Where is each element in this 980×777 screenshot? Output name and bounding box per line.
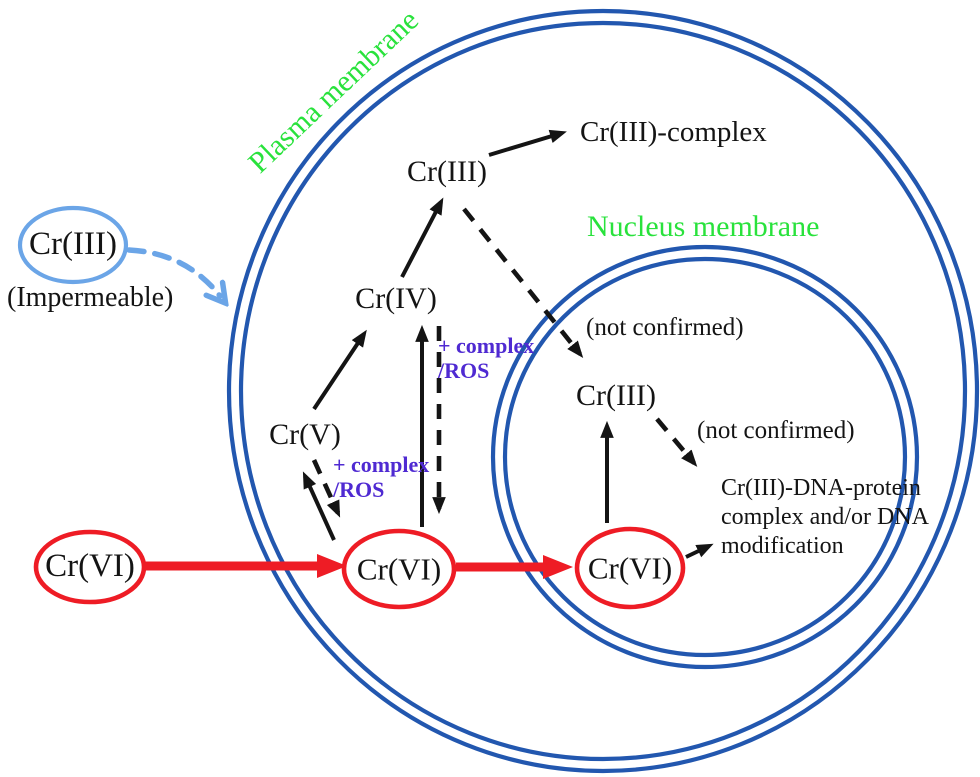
dashed-arrow-cr5-to-cr6 — [311, 459, 341, 518]
not-confirmed-nucleus-label: (not confirmed) — [697, 417, 855, 444]
not-confirmed-cytoplasm-label: (not confirmed) — [586, 314, 744, 341]
arrow-cr3-to-complex — [488, 129, 567, 157]
cr6-cytoplasm-label: Cr(VI) — [356, 551, 442, 587]
arrow-cr4-to-cr3 — [400, 197, 444, 278]
complex-ros-upper-label: + complex /ROS — [438, 333, 535, 383]
dashed-arrow-cr3-impermeable — [126, 247, 220, 296]
cr6-outside-ellipse — [33, 529, 147, 605]
plasma-membrane-inner-circle — [238, 20, 968, 762]
impermeable-label: (Impermeable) — [7, 282, 174, 313]
cr3-nucleus-label: Cr(III) — [576, 378, 656, 412]
cr6-nucleus-label: Cr(VI) — [587, 550, 673, 586]
cr3-complex-label: Cr(III)-complex — [580, 116, 767, 148]
plasma-membrane-outer-circle — [226, 8, 980, 774]
nucleus-membrane-inner-circle — [502, 256, 908, 658]
cr6-outside-label: Cr(VI) — [45, 548, 135, 585]
arrow-cr6nuc-to-dna — [685, 543, 714, 559]
arrow-cr6cyto-to-cr5 — [302, 471, 336, 541]
cr4-label: Cr(IV) — [355, 281, 437, 315]
nucleus-membrane-outer-circle — [490, 244, 920, 670]
cr3-outside-label: Cr(III) — [29, 226, 117, 263]
cr6-nucleus-ellipse — [574, 526, 686, 610]
dashed-arrow-cr3cyto-to-cr3nuc — [462, 207, 584, 358]
dashed-arrow-cr3nuc-to-dna — [655, 417, 698, 467]
cr5-label: Cr(V) — [269, 417, 341, 451]
cr3-cytoplasm-label: Cr(III) — [407, 154, 487, 188]
complex-ros-lower-label: + complex /ROS — [333, 452, 430, 502]
cr3-impermeable-ellipse — [17, 205, 129, 285]
nucleus-membrane-label: Nucleus membrane — [587, 210, 820, 243]
dna-outcome-label: Cr(III)-DNA-protein complex and/or DNA m… — [721, 475, 929, 559]
arrow-cr5-to-cr4 — [312, 329, 367, 411]
